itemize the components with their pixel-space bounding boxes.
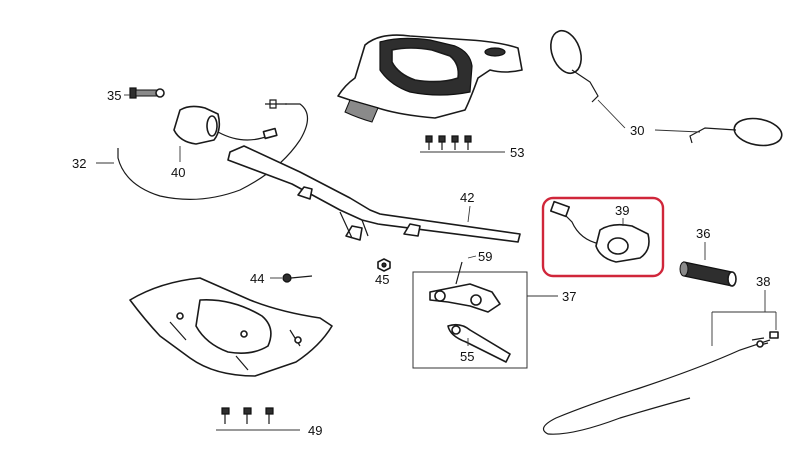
label-39: 39 [615, 203, 629, 218]
part-36-grip [679, 261, 737, 287]
part-49-rear-cover [129, 277, 333, 377]
part-44-screw [282, 273, 313, 283]
label-40: 40 [171, 165, 185, 180]
part-42-handlebar [227, 145, 521, 243]
label-53: 53 [510, 145, 524, 160]
label-37: 37 [562, 289, 576, 304]
part-37-lever-assembly [412, 261, 528, 369]
label-49: 49 [308, 423, 322, 438]
part-53-handlebar-cover [337, 34, 523, 123]
part-30-mirror-left [550, 29, 599, 103]
part-55-brake-cable [542, 331, 779, 435]
label-30: 30 [630, 123, 644, 138]
label-36: 36 [696, 226, 710, 241]
part-32-throttle-cable [117, 99, 309, 200]
part-49-screws [221, 407, 274, 424]
part-39-switch-housing [549, 200, 650, 263]
part-53-screws [425, 135, 472, 150]
label-42: 42 [460, 190, 474, 205]
leader-42 [467, 205, 471, 223]
highlight-box [541, 196, 665, 278]
part-40-switch-housing [173, 105, 278, 145]
leader-59 [467, 255, 477, 259]
label-44: 44 [250, 271, 264, 286]
label-59: 59 [478, 249, 492, 264]
part-30-mirror-right [689, 117, 783, 147]
label-55: 38 [756, 274, 770, 289]
leader-30 [597, 99, 701, 133]
label-32: 32 [72, 156, 86, 171]
label-35: 35 [107, 88, 121, 103]
part-45-nut [377, 258, 391, 272]
part-35-bolt [129, 87, 165, 99]
label-45: 45 [375, 272, 389, 287]
label-38: 55 [460, 349, 474, 364]
